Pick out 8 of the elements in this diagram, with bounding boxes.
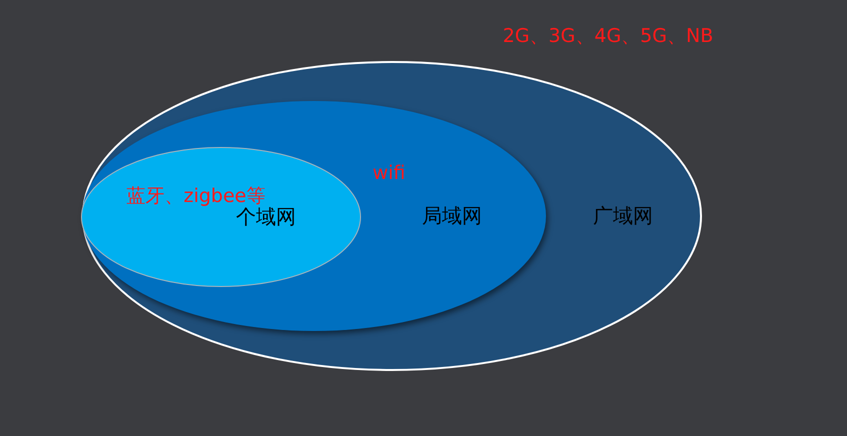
protocol-annotation: 蓝牙、zigbee等 — [126, 184, 266, 207]
network-label: 广域网 — [593, 204, 653, 230]
network-label: 局域网 — [422, 204, 482, 230]
network-label: 个域网 — [236, 206, 296, 230]
protocol-annotation: 2G、3G、4G、5G、NB — [502, 24, 714, 49]
pan-ellipse — [81, 147, 361, 287]
lan-ellipse — [82, 101, 546, 331]
protocol-annotation: wifi — [372, 162, 406, 184]
